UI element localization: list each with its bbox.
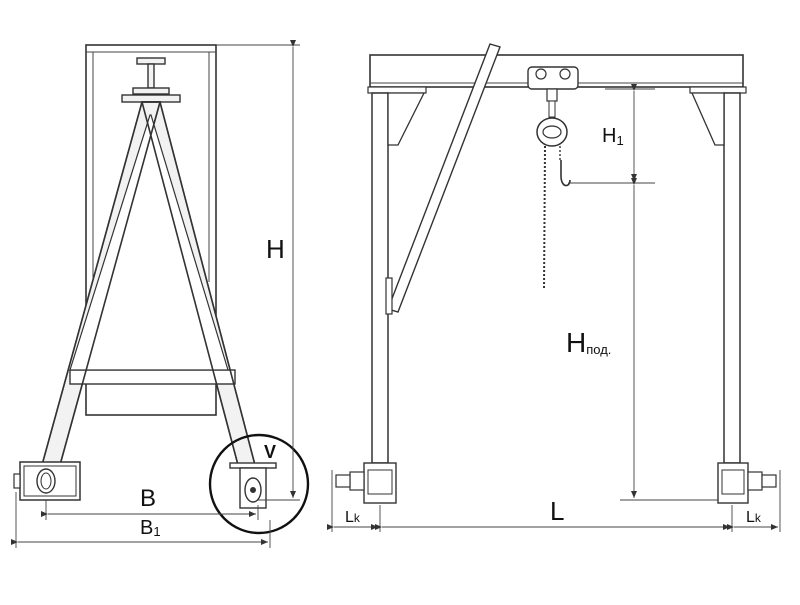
detail-v-circle [208, 433, 310, 535]
trolley [527, 66, 579, 102]
front-left-wheel-block [335, 462, 397, 504]
front-gusset-left [387, 92, 426, 146]
hook-icon [560, 160, 571, 187]
side-crossbar [69, 369, 236, 385]
front-gusset-right [691, 92, 725, 146]
side-left-wheel-block [13, 461, 81, 501]
i-beam-profile [121, 57, 181, 103]
front-dimensions: H1 Hпод. Lk L Lk [327, 84, 781, 532]
front-right-wheel-block [717, 462, 777, 504]
front-leg-right [723, 92, 741, 464]
side-frame-outline [85, 44, 217, 416]
dim-l-label: L [550, 496, 564, 526]
dim-h1-label: H1 [602, 125, 624, 148]
dim-lk-left-label: Lk [345, 509, 361, 526]
side-inner-triangle [69, 114, 229, 371]
dim-b1-label: B1 [140, 517, 161, 539]
front-diagonal-brace [387, 43, 501, 313]
side-right-wheel-block [229, 462, 277, 509]
dim-h-label: H [266, 234, 285, 264]
side-view: V [13, 44, 310, 535]
dim-lk-right-label: Lk [746, 509, 762, 526]
dim-hpod-label: Hпод. [566, 327, 611, 358]
detail-v-label: V [264, 442, 276, 462]
front-view [335, 43, 777, 504]
chain-hoist [536, 100, 571, 291]
dim-b-label: B [140, 485, 156, 512]
side-dimensions: H B B1 [11, 40, 300, 548]
